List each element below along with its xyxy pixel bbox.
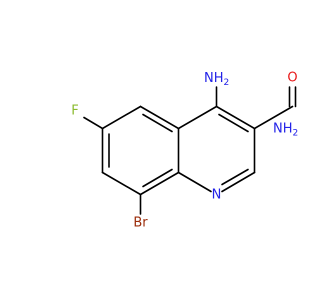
atom-amide-subscript: 2: [293, 128, 299, 138]
atom-bromine: Br: [133, 216, 148, 231]
atom-amine-subscript: 2: [224, 78, 230, 88]
bond-c8a-c4a: [139, 105, 180, 130]
bond-c8a-c4: [177, 105, 218, 130]
bond-c3-camide: [253, 105, 294, 130]
bond-c2-n1: [221, 171, 256, 193]
atom-amine-label: NH: [204, 71, 224, 86]
bond-n1-c8: [177, 171, 212, 193]
atom-carbonyl-o: O: [287, 71, 297, 86]
bond-c2-n1-inner: [221, 168, 249, 186]
bond-c7-c8: [139, 171, 180, 196]
atom-amine-nh2: NH2: [204, 71, 229, 88]
atom-labels: NH2 O NH2 F N Br: [71, 71, 298, 231]
bond-c4-c3-inner: [218, 113, 249, 133]
bond-c7-c8-inner: [142, 168, 173, 188]
bond-c4-c3: [215, 105, 256, 130]
bonds: [83, 86, 297, 215]
atom-amide-label: NH: [273, 121, 293, 136]
atom-fluorine: F: [71, 104, 78, 119]
bond-c6-c7: [101, 171, 142, 196]
atom-amide-nh2: NH2: [273, 121, 298, 138]
atom-ring-nitrogen: N: [212, 188, 222, 203]
quinoline-structure-diagram: NH2 O NH2 F N Br: [71, 71, 298, 231]
bond-c8a-c4a-inner: [142, 113, 173, 133]
bond-c4a-c5: [101, 105, 142, 130]
bond-c6-f: [83, 116, 104, 130]
